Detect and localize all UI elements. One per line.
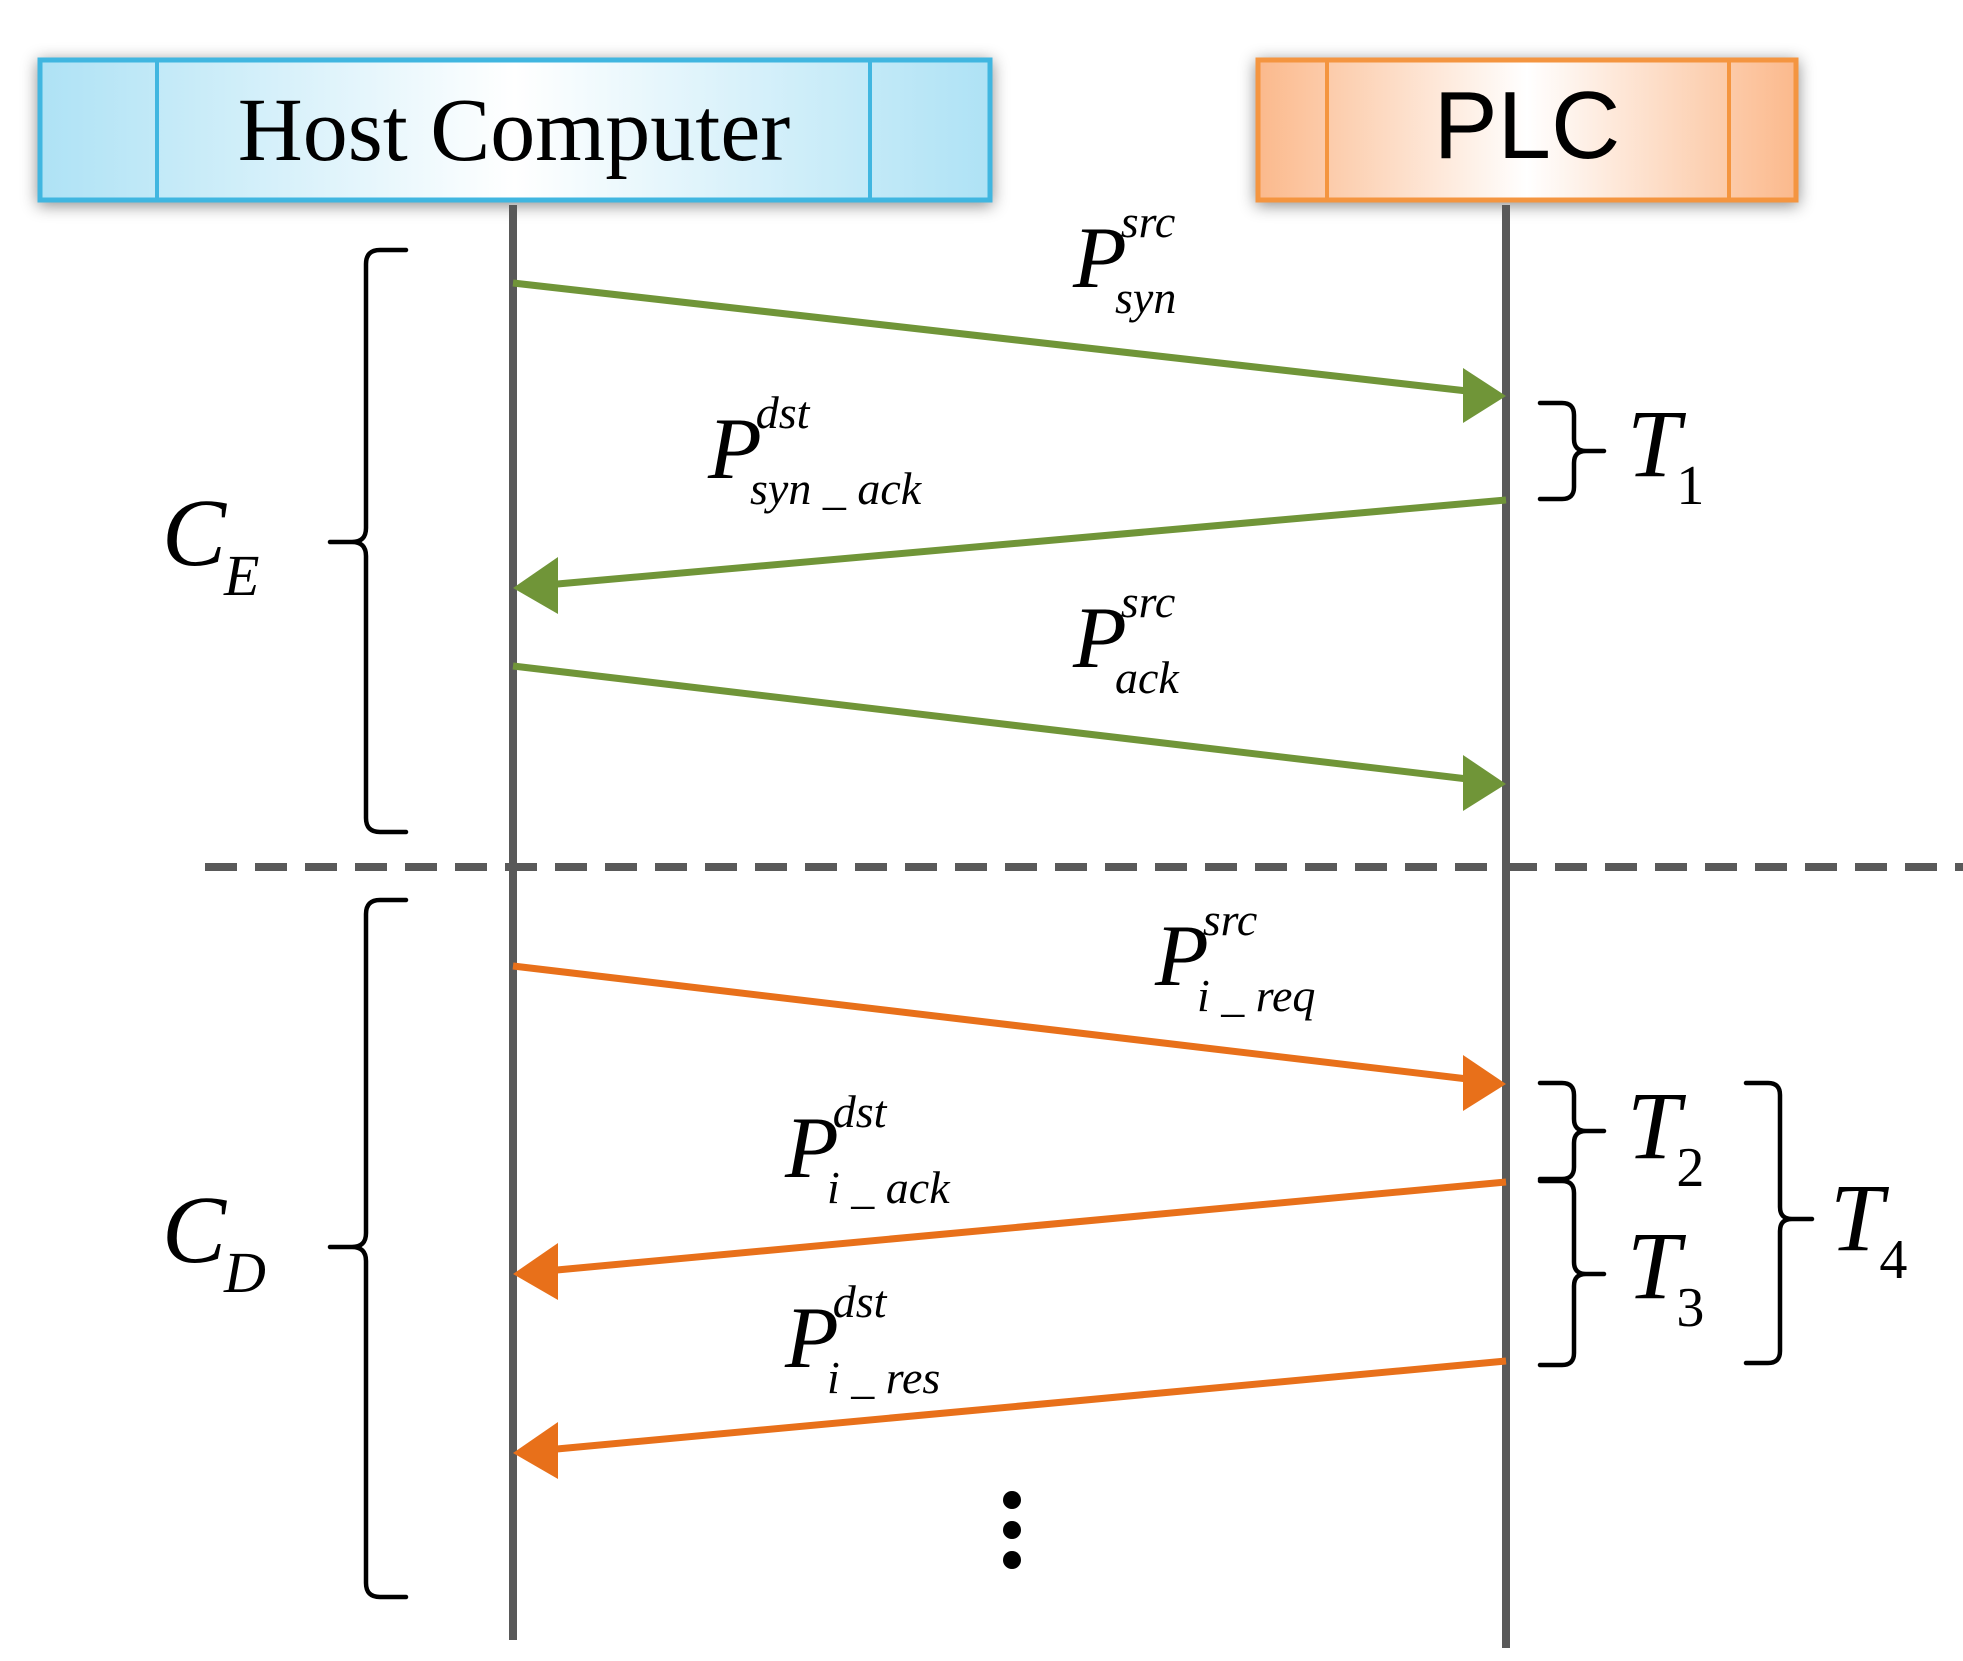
arrow-syn [512, 279, 1506, 423]
plc-label: PLC [1434, 72, 1621, 179]
host-computer-box: Host Computer [37, 57, 993, 203]
plc-box: PLC [1255, 57, 1799, 203]
arrow-syn-ack [513, 496, 1507, 614]
arrow-ack [512, 662, 1506, 811]
brace-establishment [327, 247, 409, 835]
arrow-i-res [513, 1357, 1507, 1479]
label-t3: T3 [1627, 1212, 1704, 1339]
brace-t4 [1743, 1080, 1815, 1366]
host-computer-label: Host Computer [238, 81, 791, 180]
arrow-i-ack [513, 1178, 1507, 1300]
label-t1: T1 [1627, 390, 1704, 517]
label-t4: T4 [1830, 1164, 1907, 1291]
arrow-i-req [512, 962, 1506, 1111]
label-c-e: CE [162, 479, 259, 608]
label-c-d: CD [162, 1176, 266, 1305]
brace-data [327, 897, 409, 1600]
label-t2: T2 [1627, 1072, 1704, 1199]
brace-t1 [1537, 400, 1607, 502]
continuation-ellipsis [1003, 1491, 1021, 1569]
brace-t2 [1537, 1080, 1607, 1182]
brace-t3 [1537, 1178, 1607, 1368]
